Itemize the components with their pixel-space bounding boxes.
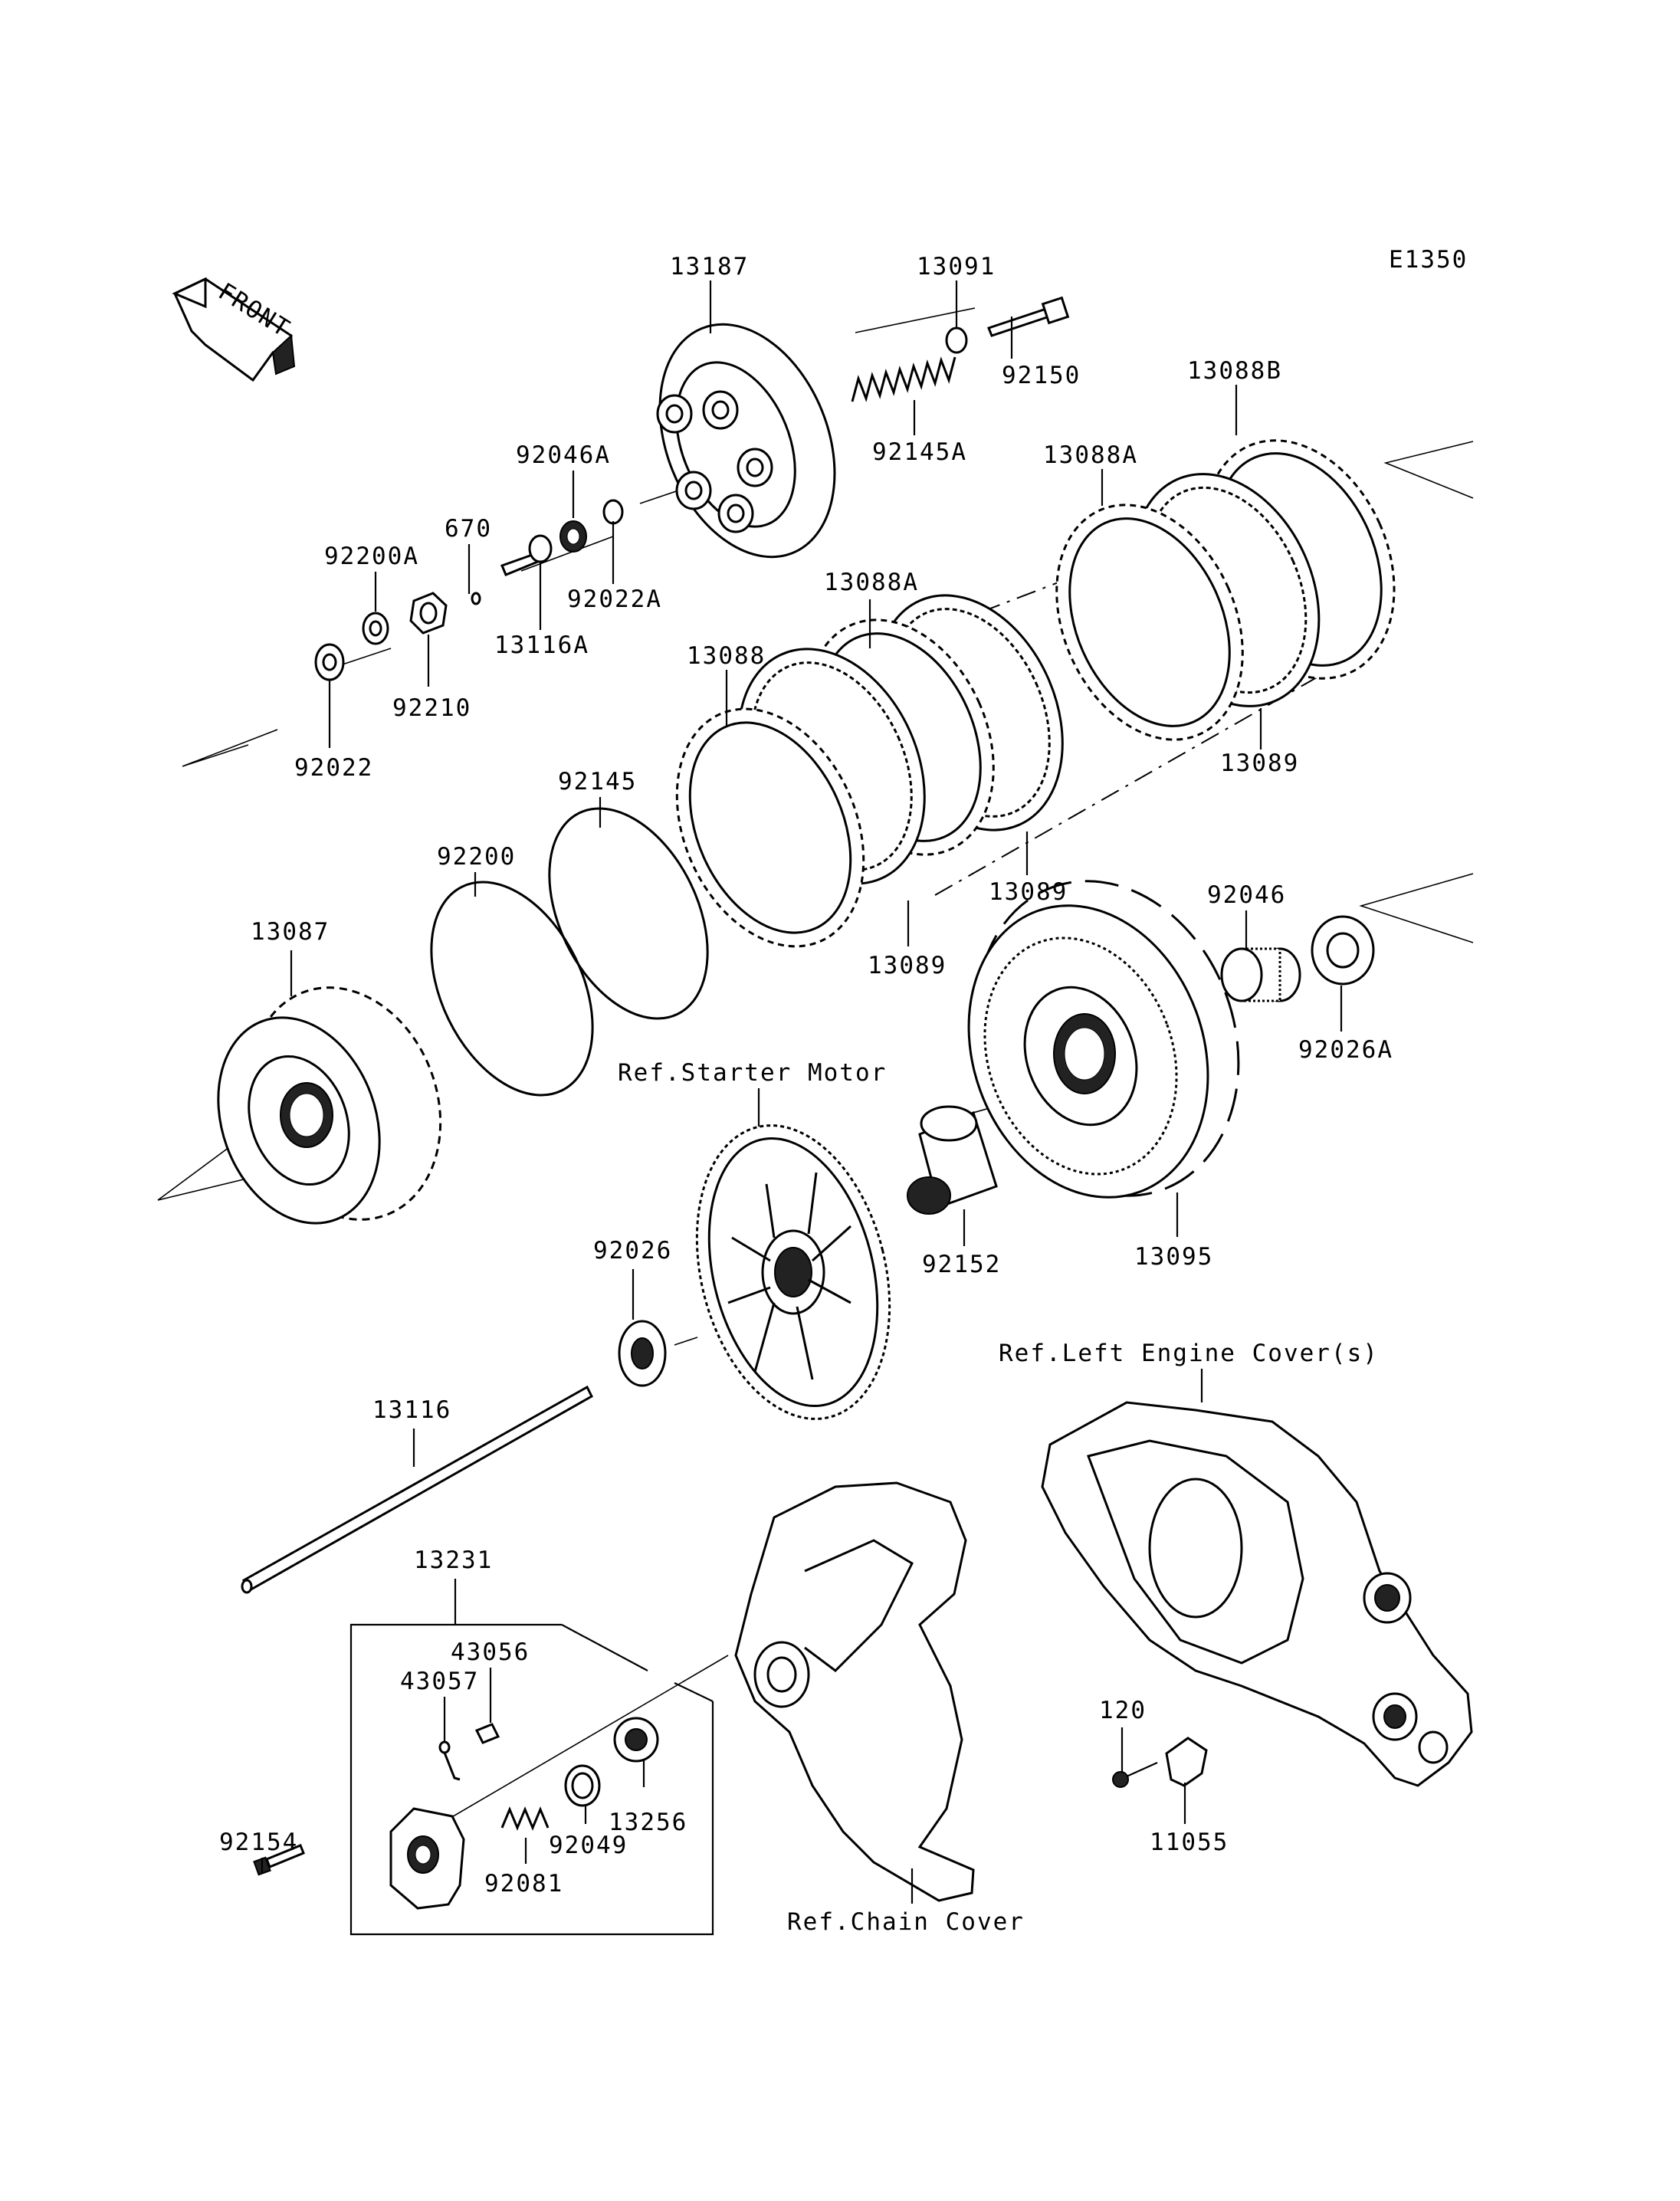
clamp-11055 [1165,1737,1208,1787]
ring-92200 [430,881,594,1097]
label-13088: 13088 [687,642,766,670]
label-92210: 92210 [392,694,471,722]
leader-lines [261,280,1343,1904]
label-92150: 92150 [1002,362,1081,389]
rod-13116 [241,1385,593,1594]
label-92200A: 92200A [324,543,419,570]
spring-92081 [500,1806,550,1831]
label-43056: 43056 [451,1638,530,1666]
label-670: 670 [445,515,492,543]
ref-starter-motor: Ref.Starter Motor [618,1059,887,1087]
front-arrow-icon: FRONT [172,277,295,382]
washer-92022A [602,499,624,525]
sleeve-92152 [907,1105,998,1215]
label-13089-right: 13089 [1220,750,1299,777]
washer-92026 [618,1320,667,1387]
chain-cover [734,1481,975,1902]
label-92145A: 92145A [872,438,967,466]
piston-13256 [613,1717,659,1763]
pusher-13116A [500,534,553,576]
label-92145: 92145 [558,768,637,795]
label-13088B: 13088B [1187,357,1282,385]
pressure-plate-13187 [656,323,836,559]
label-11055: 11055 [1150,1829,1229,1856]
friction-plate-13088A-top [1055,504,1244,741]
label-43057: 43057 [400,1668,479,1695]
ref-chain-cover: Ref.Chain Cover [787,1908,1025,1936]
needle-bearing-92046 [1220,947,1301,1002]
label-92152: 92152 [922,1251,1001,1278]
label-13089-mid: 13089 [989,878,1068,906]
label-13087: 13087 [251,918,330,946]
label-92046A: 92046A [516,441,611,469]
label-13089-low: 13089 [868,952,947,979]
bleeder-43056 [474,1723,500,1744]
left-engine-cover [1041,1401,1473,1787]
assembly-box [349,1623,714,1936]
label-13095: 13095 [1134,1243,1213,1271]
plate-13087 [217,986,442,1225]
label-92154: 92154 [219,1829,298,1856]
ref-left-engine-cover: Ref.Left Engine Cover(s) [999,1340,1379,1367]
cap-43057 [438,1740,461,1781]
label-92026A: 92026A [1298,1036,1393,1064]
label-13256: 13256 [609,1809,687,1836]
nut-92210 [409,592,448,635]
release-cylinder [389,1807,465,1910]
clutch-housing-13095 [967,880,1240,1199]
label-92046: 92046 [1207,881,1286,909]
screw-120 [1112,1761,1158,1788]
label-92200: 92200 [437,843,516,871]
label-120: 120 [1099,1697,1147,1724]
label-92081: 92081 [484,1870,563,1898]
label-92026: 92026 [593,1237,672,1265]
label-13088A-top: 13088A [1043,441,1138,469]
spring-92145A [851,356,956,402]
label-13116A: 13116A [494,631,589,659]
label-13091: 13091 [917,253,996,280]
washer-92026A [1311,915,1375,986]
ball-670 [471,592,481,605]
washer-92022 [314,643,345,681]
label-92022: 92022 [294,754,373,782]
collar-13091 [945,326,968,354]
seal-92049 [564,1764,601,1807]
label-13116: 13116 [372,1396,451,1424]
label-92022A: 92022A [567,586,662,613]
bolt-92150 [987,296,1070,337]
label-13187: 13187 [670,253,749,280]
label-13088A-mid: 13088A [824,569,919,596]
label-13231: 13231 [414,1547,493,1574]
diagram-code: E1350 [1389,246,1468,274]
washer-92200A [362,612,389,645]
friction-plate-13088 [675,707,865,948]
label-92049: 92049 [549,1832,628,1859]
starter-gear [695,1124,891,1420]
